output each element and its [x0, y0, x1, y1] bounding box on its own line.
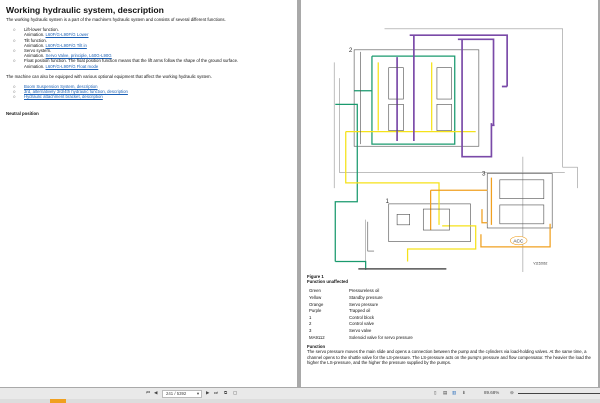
function-item: ○ Lift-lower function.Animation. L60F/G-L… [13, 27, 291, 37]
bullet-icon: ○ [13, 58, 16, 64]
legend-key: Orange [309, 301, 324, 307]
function-text: The servo pressure moves the main slide … [307, 349, 591, 365]
bullet-icon: ○ [13, 84, 16, 90]
figure-subtitle: Function unaffected [307, 279, 349, 285]
bullet-icon: ○ [13, 89, 16, 95]
page-number-input[interactable]: 241 / 5392▾ [162, 389, 202, 398]
legend-value: Pressureless oil [349, 288, 380, 294]
right-page: ACC 2 3 1 V1152662 Figure 1 Function una… [301, 0, 598, 387]
bullet-icon: ○ [13, 94, 16, 100]
first-page-button[interactable]: ⏮ [146, 390, 151, 395]
legend-row: Green Pressureless oil [309, 288, 413, 295]
legend-row: Yellow Standby pressure [309, 295, 413, 302]
taskbar-strip [0, 399, 600, 403]
last-page-button[interactable]: ⏭ [214, 390, 219, 395]
legend-key: 2 [309, 321, 312, 327]
control-valve-block [353, 49, 480, 147]
prev-page-button[interactable]: ◀ [154, 390, 158, 395]
animation-link[interactable]: L60F/G-L90F/G Float mode [45, 63, 99, 69]
legend-value: Control block [349, 314, 375, 320]
legend-value: Servo valve [349, 327, 372, 333]
figure-legend: Figure 1 Function unaffected Green Pressu… [307, 274, 592, 365]
optional-link[interactable]: 3rd, alternatively 3rd/4th hydraulic fun… [24, 89, 128, 95]
animation-label: Animation. [24, 63, 45, 69]
hydraulic-diagram: ACC 2 3 1 V1152662 [333, 28, 578, 272]
animation-label: Animation. [24, 42, 45, 48]
function-text: Float position function. The float posit… [24, 58, 239, 64]
page-number-value: 241 / 5392 [166, 390, 187, 396]
animation-link[interactable]: L60F/G-L90F/G Tilt in [45, 42, 87, 48]
animation-link[interactable]: Servo Valve, principle, L60G-L90G [45, 53, 112, 59]
legend-row: 2 Control valve [309, 321, 413, 328]
optional-link[interactable]: Boom Suspension System, description [24, 84, 98, 90]
control-block [388, 203, 471, 242]
next-page-button[interactable]: ▶ [206, 390, 210, 395]
optional-list: ○ Boom Suspension System, description ○ 3rd… [13, 84, 291, 100]
figure-title: Figure 1 [307, 274, 324, 279]
legend-row: 3 Servo valve [309, 328, 413, 335]
legend-row: Purple Trapped oil [309, 308, 413, 315]
acc-label: ACC [513, 239, 524, 244]
legend-value: Control valve [349, 321, 375, 327]
function-item: ○ Float position function. The float posi… [13, 58, 291, 68]
legend-key: 1 [309, 314, 312, 320]
block-3-label: 3 [482, 171, 486, 178]
active-tab-indicator[interactable] [50, 399, 66, 403]
legend-row: Orange Servo pressure [309, 302, 413, 309]
animation-label: Animation. [24, 32, 45, 38]
bullet-icon: ○ [13, 37, 16, 43]
legend-value: Trapped oil [349, 308, 371, 314]
zoom-out-icon[interactable]: ⊖ [510, 390, 514, 395]
legend-value: Solenoid valve for servo pressure [349, 334, 413, 340]
figure-id: V1152662 [533, 262, 547, 266]
legend-value: Standby pressure [349, 295, 383, 300]
function-list: ○Lift-lower function.Animation. L60F/G-L… [13, 27, 291, 69]
page-title: Working hydraulic system, description [6, 5, 164, 15]
function-text: Servo system. [24, 48, 52, 54]
optional-item: ○ Boom Suspension System, description [13, 84, 291, 89]
legend-key: Green [309, 288, 321, 294]
optional-item: ○ 3rd, alternatively 3rd/4th hydraulic fu… [13, 89, 291, 94]
optional-intro: The machine can also be equipped with va… [6, 73, 212, 79]
legend-row: MA9112 Solenoid valve for servo pressure [309, 335, 413, 342]
bullet-icon: ○ [13, 48, 16, 54]
fit-icon[interactable]: ▢ [233, 390, 238, 395]
legend-value: Servo pressure [349, 301, 379, 307]
zoom-level[interactable]: 89.68% [484, 390, 500, 395]
function-text: Lift-lower function. [24, 27, 59, 33]
intro-text: The working hydraulic system is a part o… [6, 17, 226, 22]
legend-key: Purple [309, 308, 322, 314]
function-text: Tilt function. [24, 37, 48, 43]
optional-link[interactable]: Hydraulic attachment bracket, descriptio… [24, 94, 103, 100]
scroll-icon[interactable]: ⇟ [462, 390, 466, 395]
animation-label: Animation. [24, 53, 45, 59]
function-item: ○ Servo system.Animation. Servo Valve, pr… [13, 48, 291, 58]
legend-key: 3 [309, 327, 312, 333]
function-heading: Function [307, 344, 326, 350]
viewer-toolbar: ⏮ ◀ 241 / 5392▾ ▶ ⏭ ⧉ ▢ ▯ ▤ ▥ ⇟ 89.68% ⊖ [0, 388, 600, 399]
animation-link[interactable]: L60F/G-L90F/G Lower [45, 32, 89, 38]
servo-valve-block [486, 173, 553, 229]
copy-icon[interactable]: ⧉ [224, 390, 228, 395]
legend-key: MA9112 [309, 334, 325, 340]
bullet-icon: ○ [13, 27, 16, 33]
section-heading: Neutral position [6, 110, 39, 116]
optional-item: ○ Hydraulic attachment bracket, descripti… [13, 94, 291, 99]
continuous-page-icon[interactable]: ▤ [443, 390, 448, 395]
block-2-label: 2 [349, 47, 353, 54]
legend-key: Yellow [309, 295, 322, 300]
block-1-label: 1 [386, 198, 390, 205]
single-page-icon[interactable]: ▯ [434, 390, 437, 395]
legend-row: 1 Control block [309, 315, 413, 322]
zoom-slider[interactable] [518, 393, 600, 394]
two-page-icon[interactable]: ▥ [452, 390, 457, 395]
left-page: Working hydraulic system, description Th… [0, 0, 297, 387]
function-item: ○ Tilt function.Animation. L60F/G-L90F/G … [13, 38, 291, 48]
